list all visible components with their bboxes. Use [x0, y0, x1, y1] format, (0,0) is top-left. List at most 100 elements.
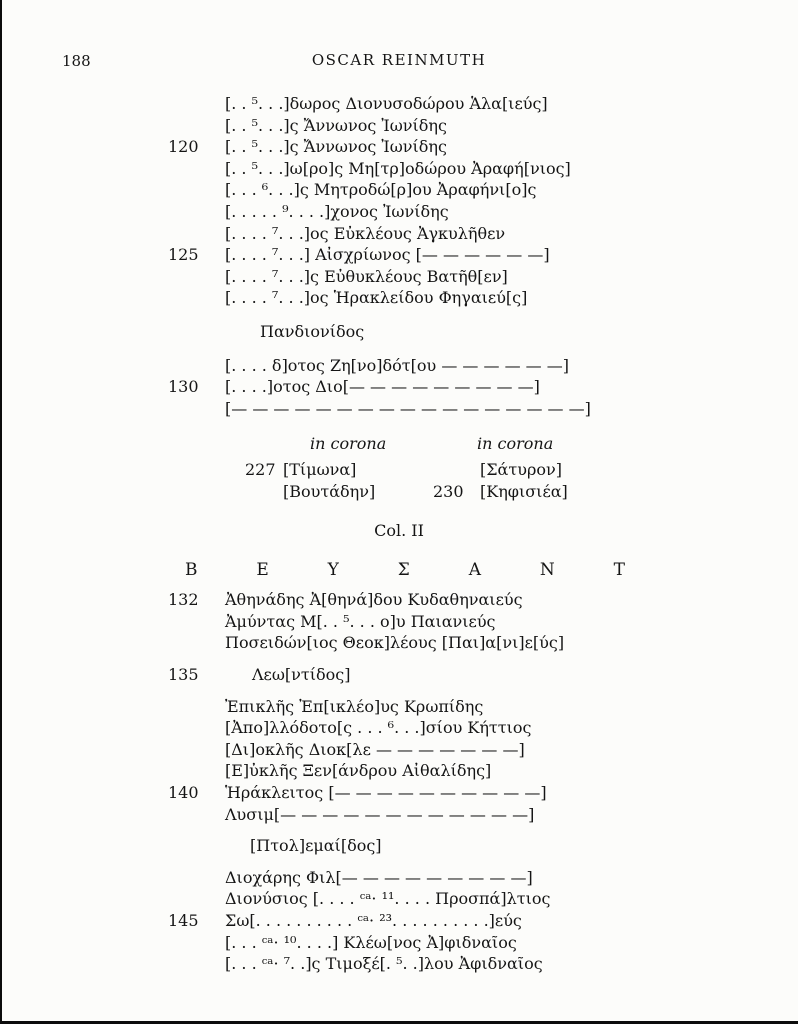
stone-letter: Ε: [256, 559, 269, 580]
stone-letter-traces-row: Β Ε Υ Σ Α Ν Τ: [185, 560, 625, 582]
tribe-heading-pandionidos: Πανδιονίδος: [260, 321, 365, 341]
line-text: [. . . . ⁷. . .] Αἰσχρίωνος [— — — — — —…: [225, 245, 550, 265]
page-number: 188: [62, 52, 91, 70]
line-number: [168, 321, 225, 343]
line-text: Διοχάρης Φιλ[— — — — — — — — —]: [225, 867, 533, 887]
running-head-author: OSCAR REINMUTH: [311, 51, 487, 69]
stone-letter: Τ: [613, 559, 625, 580]
line-number: 132: [168, 590, 199, 610]
page-content: [. . ⁵. . .]δωρος Διονυσοδώρου Ἁλα[ιεύς]…: [0, 93, 798, 975]
stone-letter: Ν: [539, 559, 555, 580]
line-number: [168, 398, 225, 420]
line-number: [168, 266, 225, 288]
line-number: [168, 632, 225, 654]
inscription-line: [. . . . ⁷. . .]ος Ἡρακλείδου Φηγαιεύ[ς]: [0, 287, 798, 309]
inscription-line: [. . . . δ]οτος Ζη[νο]δότ[ου — — — — — —…: [0, 355, 798, 377]
line-number: [168, 287, 225, 309]
inscription-line: 130 [. . . .]οτος Διο[— — — — — — — — —]: [0, 376, 798, 398]
line-number: [168, 739, 225, 761]
corona-name: [Κηφισιέα]: [480, 481, 568, 501]
inscription-line: 145 Σω[. . . . . . . . . . ᶜᵃ· ²³. . . .…: [0, 910, 798, 932]
inscription-line: [. . . . ⁷. . .]ος Εὐκλέους Ἀγκυλῆθεν: [0, 223, 798, 245]
corona-name: [Σάτυρον]: [480, 459, 562, 479]
line-text: [. . . ᶜᵃ· ⁷. .]ς Τιμοξέ[. ⁵. .]λου Ἀφιδ…: [225, 954, 543, 974]
tribe-heading-row: [Πτολ]εμαί[δος]: [0, 835, 798, 857]
line-number: [168, 888, 225, 910]
stone-letter: Υ: [327, 559, 339, 580]
corona-line-number: [245, 481, 283, 503]
corona-left-label: in corona: [310, 434, 387, 454]
inscription-line: [. . ⁵. . .]ς Ἄννωνος Ἰωνίδης: [0, 115, 798, 137]
line-text: Ἀμύντας Μ[. . ⁵. . . ο]υ Παιανιεύς: [225, 611, 496, 631]
line-number: 125: [168, 245, 199, 265]
line-text: [. . ⁵. . .]δωρος Διονυσοδώρου Ἁλα[ιεύς]: [225, 94, 548, 113]
stone-letter: Α: [468, 559, 481, 580]
tribe-heading-leontidos: Λεω[ντίδος]: [252, 665, 351, 685]
inscription-line: Ἐπικλῆς Ἐπ[ικλέο]υς Κρωπίδης: [0, 696, 798, 718]
line-number: [168, 953, 225, 975]
corona-left-column: in corona 227 [Τίμωνα] [Βουτάδην]: [245, 433, 433, 502]
inscription-line: Διοχάρης Φιλ[— — — — — — — — —]: [0, 867, 798, 889]
line-number: [168, 223, 225, 245]
scan-edge-left: [0, 0, 2, 1024]
stone-letter: Β: [185, 559, 198, 580]
line-text: [. . . . ⁷. . .]ος Ἡρακλείδου Φηγαιεύ[ς]: [225, 288, 528, 308]
line-text: [. . . . δ]οτος Ζη[νο]δότ[ου — — — — — —…: [225, 355, 569, 375]
corona-line-number: 227: [245, 459, 276, 479]
corona-name: [Βουτάδην]: [283, 481, 376, 501]
scan-edge-bottom: [0, 1021, 798, 1024]
line-text: Ἡράκλειτος [— — — — — — — — — —]: [225, 783, 547, 803]
inscription-line: [Δι]οκλῆς Διοκ[λε — — — — — — —]: [0, 739, 798, 761]
line-number: 140: [168, 783, 199, 803]
line-number: [168, 115, 225, 137]
line-number: 145: [168, 911, 199, 930]
line-text: Λυσιμ[— — — — — — — — — — — —]: [225, 804, 535, 824]
line-text: [. . ⁵. . .]ς Ἄννωνος Ἰωνίδης: [225, 137, 447, 157]
inscription-line: [. . . . ⁷. . .]ς Εὐθυκλέους Βατῆθ[εν]: [0, 266, 798, 288]
line-text: [Δι]οκλῆς Διοκ[λε — — — — — — —]: [225, 739, 525, 759]
corona-right-column: in corona [Σάτυρον] 230 [Κηφισιέα]: [433, 433, 568, 502]
line-text: [. . . .]οτος Διο[— — — — — — — — —]: [225, 377, 540, 397]
inscription-line: [. . . ᶜᵃ· ⁷. .]ς Τιμοξέ[. ⁵. .]λου Ἀφιδ…: [0, 953, 798, 975]
line-text: [. . . . ⁷. . .]ς Εὐθυκλέους Βατῆθ[εν]: [225, 266, 508, 286]
line-number: [168, 717, 225, 739]
inscription-line: [. . . . . ⁹. . . .]χονος Ἰωνίδης: [0, 201, 798, 223]
corona-name: [Τίμωνα]: [283, 459, 357, 479]
line-text: [. . . ⁶. . .]ς Μητροδώ[ρ]ου Ἀραφήνι[ο]ς: [225, 180, 537, 200]
inscription-line: 140 Ἡράκλειτος [— — — — — — — — — —]: [0, 782, 798, 804]
inscription-line: Ἀμύντας Μ[. . ⁵. . . ο]υ Παιανιεύς: [0, 611, 798, 633]
inscription-line: 120 [. . ⁵. . .]ς Ἄννωνος Ἰωνίδης: [0, 136, 798, 158]
line-number: [168, 355, 225, 377]
line-text: [— — — — — — — — — — — — — — — — —]: [225, 398, 591, 418]
corona-line-number: [433, 459, 480, 481]
line-text: Ποσειδών[ιος Θεοκ]λέους [Παι]α[νι]ε[ύς]: [225, 633, 565, 653]
stone-letter: Σ: [397, 559, 410, 580]
line-text: Ἐπικλῆς Ἐπ[ικλέο]υς Κρωπίδης: [225, 696, 484, 716]
line-text: Ἀθηνάδης Ἀ[θηνά]δου Κυδαθηναιεύς: [225, 590, 523, 610]
line-text: [. . ⁵. . .]ω[ρο]ς Μη[τρ]οδώρου Ἀραφή[νι…: [225, 158, 571, 178]
line-number: [168, 611, 225, 633]
line-text: [Ἀπο]λλόδοτο[ς . . . ⁶. . .]σίου Κήττιος: [225, 718, 532, 738]
corona-entry: 227 [Τίμωνα]: [245, 459, 433, 481]
line-number: 130: [168, 377, 199, 397]
inscription-line: [Ἀπο]λλόδοτο[ς . . . ⁶. . .]σίου Κήττιος: [0, 717, 798, 739]
inscription-line: Λυσιμ[— — — — — — — — — — — —]: [0, 804, 798, 826]
tribe-heading-row: 135 Λεω[ντίδος]: [0, 664, 798, 686]
inscription-line: [. . ⁵. . .]δωρος Διονυσοδώρου Ἁλα[ιεύς]: [0, 93, 798, 115]
inscription-line: [. . ⁵. . .]ω[ρο]ς Μη[τρ]οδώρου Ἀραφή[νι…: [0, 158, 798, 180]
line-number: [168, 867, 225, 889]
line-text: [. . . ᶜᵃ· ¹⁰. . . .] Κλέω[νος Ἀ]φιδναῖο…: [225, 932, 517, 952]
column-ii-heading: Col. II: [374, 521, 424, 541]
inscription-line: [. . . ⁶. . .]ς Μητροδώ[ρ]ου Ἀραφήνι[ο]ς: [0, 179, 798, 201]
line-number: 120: [168, 137, 199, 157]
inscription-line: [. . . ᶜᵃ· ¹⁰. . . .] Κλέω[νος Ἀ]φιδναῖο…: [0, 932, 798, 954]
line-number: 135: [168, 665, 199, 685]
tribe-heading-row: Πανδιονίδος: [0, 321, 798, 343]
line-text: [. . . . ⁷. . .]ος Εὐκλέους Ἀγκυλῆθεν: [225, 223, 506, 243]
corona-right-label: in corona: [477, 434, 554, 454]
corona-section: in corona 227 [Τίμωνα] [Βουτάδην] in cor…: [0, 433, 798, 502]
line-number: [168, 696, 225, 718]
line-text: [. . ⁵. . .]ς Ἄννωνος Ἰωνίδης: [225, 115, 447, 135]
line-text: [Ε]ὐκλῆς Ξεν[άνδρου Αἰθαλίδης]: [225, 761, 492, 781]
